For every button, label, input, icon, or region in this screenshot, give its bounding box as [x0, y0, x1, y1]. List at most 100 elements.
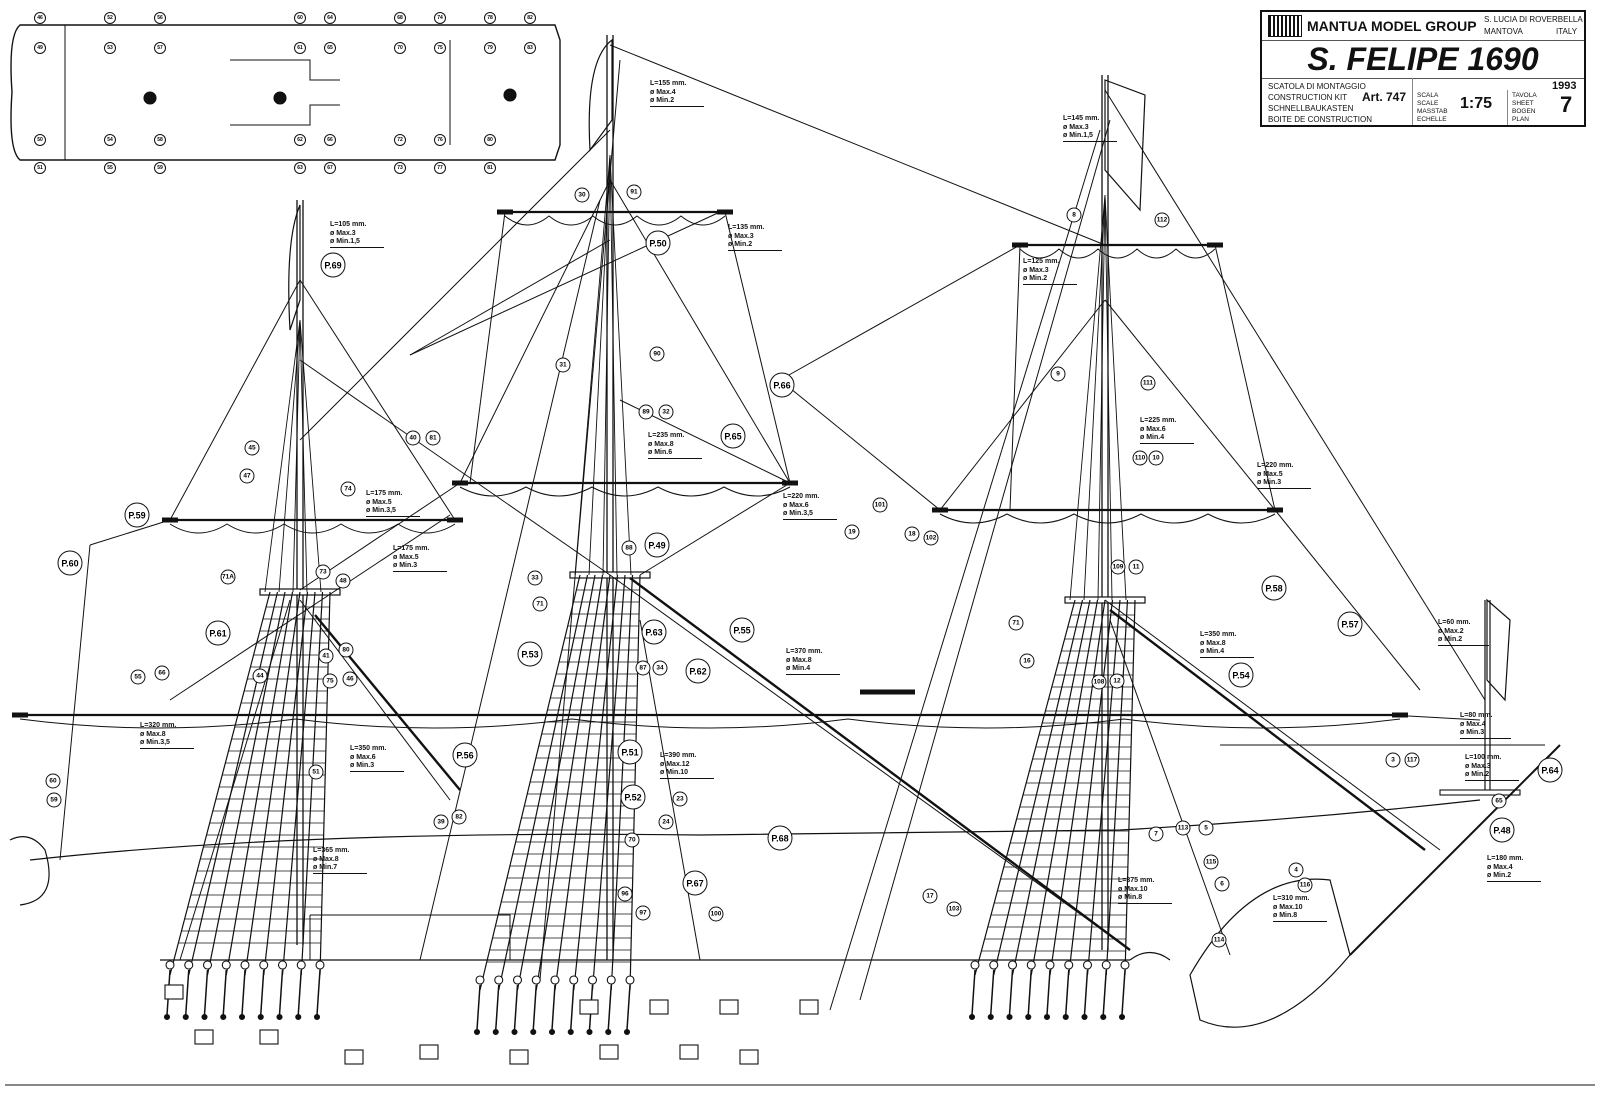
deck-plan-number: 46	[34, 12, 46, 24]
deck-plan-number: 83	[524, 42, 536, 54]
rope-spec-l: L=310 mm.	[1273, 895, 1310, 902]
lanyard	[495, 984, 500, 1031]
belaying-pin	[276, 1013, 283, 1021]
rope-spec-max: ø Max.8	[1200, 639, 1226, 647]
deadeye	[1007, 960, 1018, 970]
deck-plan-number: 53	[104, 42, 116, 54]
shroud	[1011, 599, 1091, 976]
deadeye	[165, 960, 175, 970]
running-rigging	[779, 379, 941, 511]
plate-reference-label: P.54	[1228, 662, 1254, 688]
deck-plan-number: 81	[484, 162, 496, 174]
deck-plan-number: 74	[434, 12, 446, 24]
hull-rail	[309, 914, 511, 960]
part-number-label: 88	[621, 540, 637, 556]
belaying-pin	[987, 1013, 994, 1021]
deadeye	[221, 960, 231, 970]
running-rigging	[1104, 599, 1441, 851]
rope-spec-min: ø Min.4	[1140, 434, 1165, 441]
deck-plan-number: 65	[324, 42, 336, 54]
lanyard	[626, 984, 631, 1031]
furled-sail	[169, 523, 456, 534]
deadeye	[475, 975, 485, 985]
running-rigging	[539, 59, 621, 981]
deck-plan-number: 63	[294, 162, 306, 174]
running-rigging	[469, 211, 506, 484]
running-rigging	[169, 514, 451, 701]
rope-spec-max: ø Max.5	[366, 498, 392, 506]
ship-title: S. FELIPE 1690	[1262, 40, 1584, 79]
topmast-shroud	[278, 319, 301, 593]
lanyard	[1008, 969, 1014, 1016]
part-number-label: 8	[1066, 207, 1082, 223]
rope-spec-max: ø Max.3	[330, 229, 356, 237]
running-rigging	[299, 129, 611, 441]
topmast-shroud	[1069, 194, 1106, 601]
rope-spec-min: ø Min.3	[350, 762, 375, 769]
rope-spec-min: ø Min.8	[1273, 912, 1298, 919]
lanyard	[185, 969, 190, 1016]
deck-plan-number: 67	[324, 162, 336, 174]
shroud	[244, 591, 301, 976]
plate-reference-label: P.49	[644, 532, 670, 558]
article-number: Art. 747	[1362, 90, 1407, 104]
deck-plan-number: 77	[434, 162, 446, 174]
furled-sail	[1019, 248, 1216, 259]
part-number-label: 82	[451, 809, 467, 825]
plate-reference-label: P.67	[682, 870, 708, 896]
part-number-label: 111	[1140, 375, 1156, 391]
lanyard	[607, 984, 612, 1031]
belaying-pin	[163, 1013, 171, 1021]
running-rigging	[1389, 714, 1481, 721]
belaying-pin	[1043, 1013, 1051, 1021]
running-rigging	[419, 199, 601, 961]
bowsprit	[1349, 744, 1561, 956]
part-number-label: 59	[46, 792, 62, 808]
part-number-label: 33	[527, 570, 543, 586]
rope-spec-max: ø Max.8	[648, 440, 674, 448]
belaying-pin	[605, 1028, 612, 1036]
deck-plan-number: 75	[434, 42, 446, 54]
year: 1993	[1552, 80, 1577, 92]
belaying-pin	[1062, 1013, 1069, 1021]
plate-reference-label: P.65	[720, 423, 746, 449]
plate-reference-label: P.57	[1337, 611, 1363, 637]
running-rigging	[1104, 299, 1276, 511]
belaying-pin	[201, 1013, 208, 1021]
rope-spec-min: ø Min.3	[1460, 729, 1485, 736]
rope-spec-max: ø Max.3	[1023, 266, 1049, 274]
deadeye	[569, 975, 579, 985]
rope-spec-min: ø Min.4	[786, 665, 811, 672]
shroud	[629, 574, 641, 991]
plate-reference-label: P.63	[641, 619, 667, 645]
deck-plan-number: 82	[524, 12, 536, 24]
lanyard	[241, 969, 246, 1016]
part-number-label: 113	[1175, 820, 1191, 836]
deadeye	[550, 975, 560, 985]
rope-spec-min: ø Min.2	[1438, 636, 1463, 643]
shroud	[993, 599, 1084, 976]
deck-plan-number: 59	[154, 162, 166, 174]
furled-sail	[939, 513, 1276, 524]
belaying-pin	[586, 1028, 593, 1036]
lanyard	[260, 969, 265, 1016]
deck-plan-detail	[64, 25, 451, 160]
rope-spec-max: ø Max.8	[786, 656, 812, 664]
rope-spec-l: L=105 mm.	[330, 221, 367, 228]
part-number-label: 71	[1008, 615, 1024, 631]
lanyard	[297, 969, 302, 1016]
deck-plan-number: 61	[294, 42, 306, 54]
belaying-pin	[257, 1013, 264, 1021]
part-number-label: 102	[923, 530, 939, 546]
pin-rail-box	[719, 999, 739, 1015]
rope-spec-max: ø Max.4	[1460, 720, 1486, 728]
belaying-pin	[511, 1028, 518, 1036]
deadeye	[1120, 960, 1130, 970]
